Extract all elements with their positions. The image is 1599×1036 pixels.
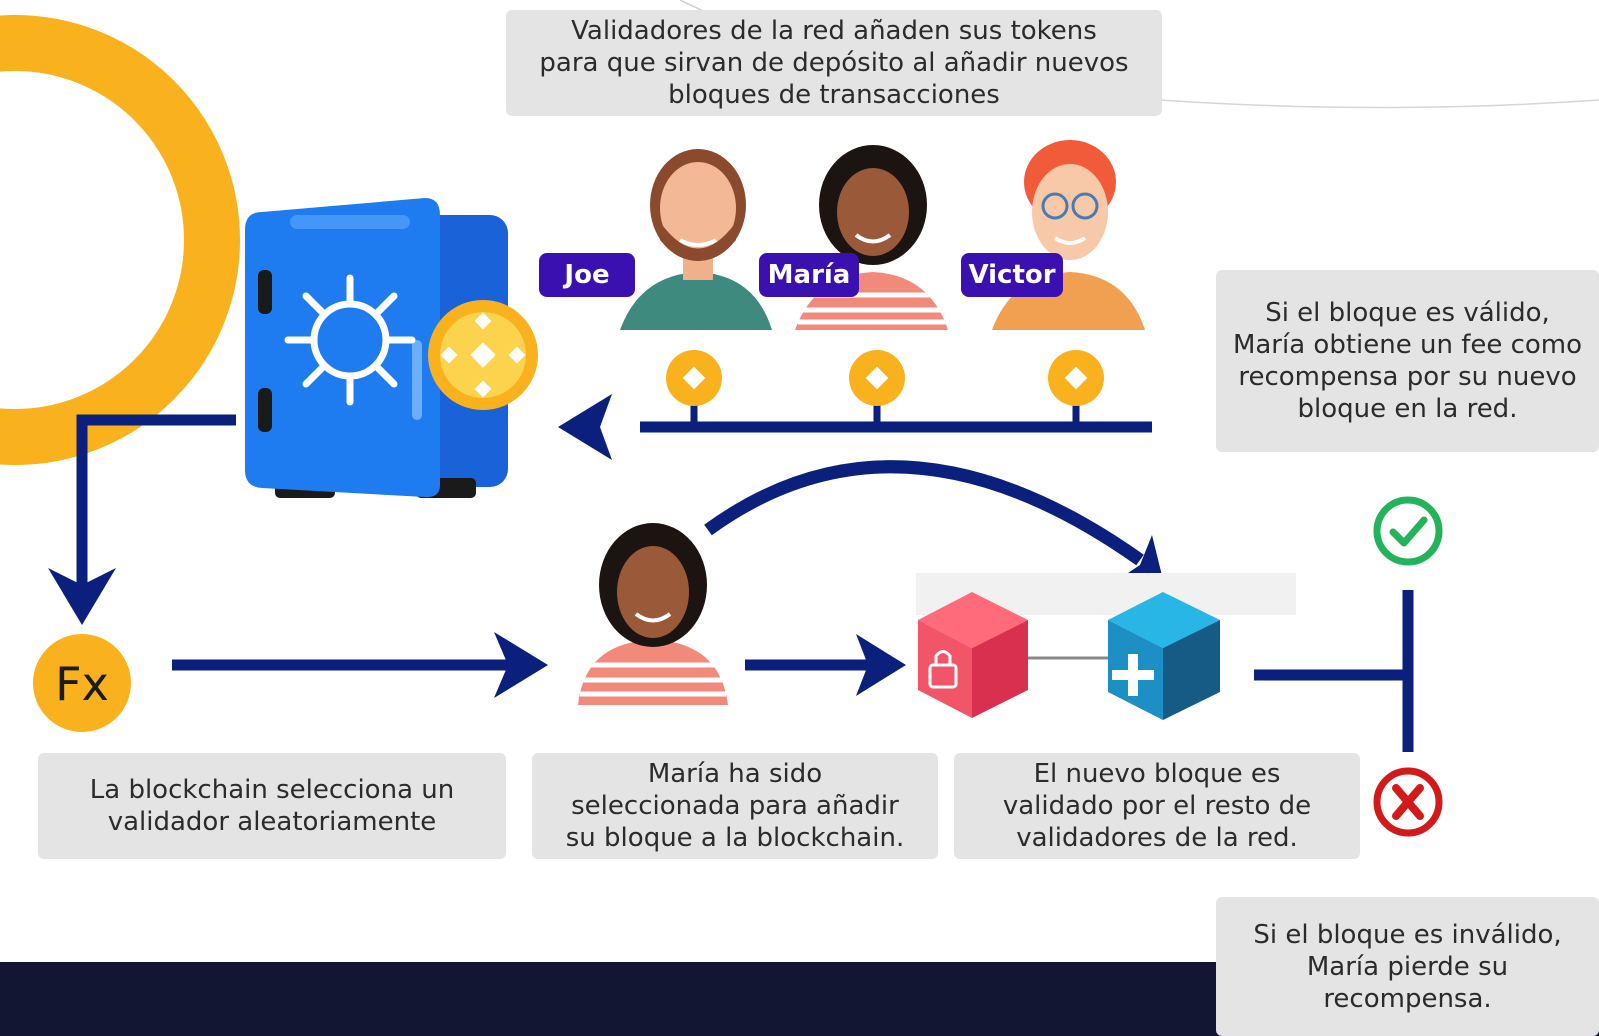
caption-validators-stake: Validadores de la red añaden sus tokens … <box>506 10 1162 116</box>
avatar-maria <box>795 145 948 330</box>
bnb-coin-icon <box>1048 350 1104 425</box>
caption-step-validation: El nuevo bloque es validado por el resto… <box>954 753 1360 859</box>
plus-block-icon <box>1108 592 1220 720</box>
avatar-victor <box>992 140 1145 330</box>
vault-safe-icon <box>245 198 538 498</box>
bnb-coin-icon <box>849 350 905 425</box>
arrow-safe-to-fx <box>48 414 236 625</box>
yellow-ring-decoration <box>0 15 240 465</box>
arrow-maria-to-block <box>745 634 906 696</box>
avatar-maria-selected <box>578 523 728 705</box>
svg-text:Fx: Fx <box>55 657 109 711</box>
name-tag-joe: Joe <box>539 253 635 297</box>
caption-valid-block: Si el bloque es válido, María obtiene un… <box>1216 270 1599 452</box>
name-tag-maria: María <box>759 253 859 297</box>
arrow-fx-to-maria <box>172 632 548 698</box>
avatar-joe <box>620 149 772 330</box>
name-tag-victor: Victor <box>961 253 1063 297</box>
caption-step-maria-selected: María ha sido seleccionada para añadir s… <box>532 753 938 859</box>
fx-function-badge: Fx <box>33 634 131 732</box>
check-circle-icon <box>1373 496 1443 566</box>
caption-invalid-block: Si el bloque es inválido, María pierde s… <box>1216 897 1599 1036</box>
bnb-coin-icon <box>428 300 538 410</box>
validation-branch <box>1254 590 1414 752</box>
locked-block-icon <box>918 592 1028 718</box>
bnb-coin-icon <box>666 350 722 425</box>
x-circle-icon <box>1373 767 1443 837</box>
arrow-stake-to-safe <box>558 394 1152 460</box>
caption-step-random-selection: La blockchain selecciona un validador al… <box>38 753 506 859</box>
